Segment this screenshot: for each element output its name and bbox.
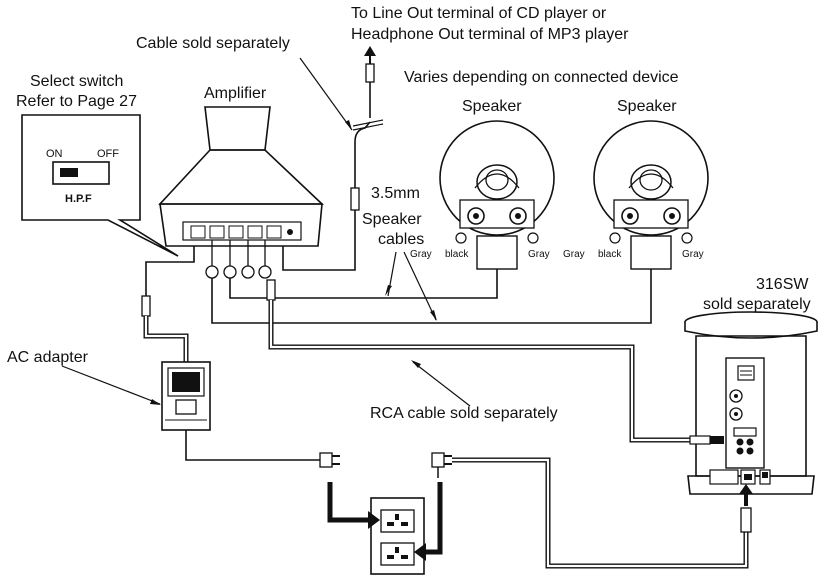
- subwoofer-316sw: [684, 311, 818, 506]
- rca-cable-label: RCA cable sold separately: [370, 405, 558, 422]
- speaker-right-label: Speaker: [617, 98, 677, 115]
- select-switch-callout: ON OFF H.P.F: [21, 114, 179, 257]
- speaker-cables-label-line1: Speaker: [362, 211, 422, 228]
- subwoofer-label-line1: 316SW: [756, 276, 809, 293]
- plug-arrows: [327, 482, 443, 561]
- amp-power-cable: [141, 246, 195, 362]
- wire-gray-label: Gray: [410, 249, 432, 260]
- speaker-right: [593, 120, 709, 270]
- speaker-left-label: Speaker: [462, 98, 522, 115]
- wire-gray-label: Gray: [528, 249, 550, 260]
- wire-gray-label: Gray: [682, 249, 704, 260]
- amplifier-label: Amplifier: [204, 85, 267, 102]
- speaker-left: [439, 120, 555, 270]
- subwoofer-label-line2: sold separately: [703, 296, 811, 313]
- source-label-line2: Headphone Out terminal of MP3 player: [351, 26, 629, 43]
- switch-knob: [60, 168, 78, 177]
- cable-sold-separately-label: Cable sold separately: [136, 35, 290, 52]
- amplifier: [158, 106, 325, 279]
- switch-off-label: OFF: [97, 148, 119, 160]
- speaker-cables-label-line2: cables: [378, 231, 424, 248]
- varies-label: Varies depending on connected device: [404, 69, 679, 86]
- switch-name-label: H.P.F: [65, 193, 92, 205]
- wire-gray-label: Gray: [563, 249, 585, 260]
- ac-adapter: [61, 361, 340, 468]
- speaker-cables: [211, 251, 652, 324]
- select-switch-label-line2: Refer to Page 27: [16, 93, 137, 110]
- ac-adapter-label: AC adapter: [7, 349, 89, 366]
- switch-on-label: ON: [46, 148, 63, 160]
- source-label-line1: To Line Out terminal of CD player or: [351, 5, 607, 22]
- wire-black-label: black: [445, 249, 469, 260]
- source-cable: [282, 46, 384, 271]
- rca-cable: [266, 279, 690, 443]
- switch-body: [52, 161, 110, 185]
- wall-outlet: [370, 497, 425, 575]
- select-switch-label-line1: Select switch: [30, 73, 123, 90]
- jack-size-label: 3.5mm: [371, 185, 420, 202]
- wire-black-label: black: [598, 249, 622, 260]
- subwoofer-power-cable: [431, 452, 752, 569]
